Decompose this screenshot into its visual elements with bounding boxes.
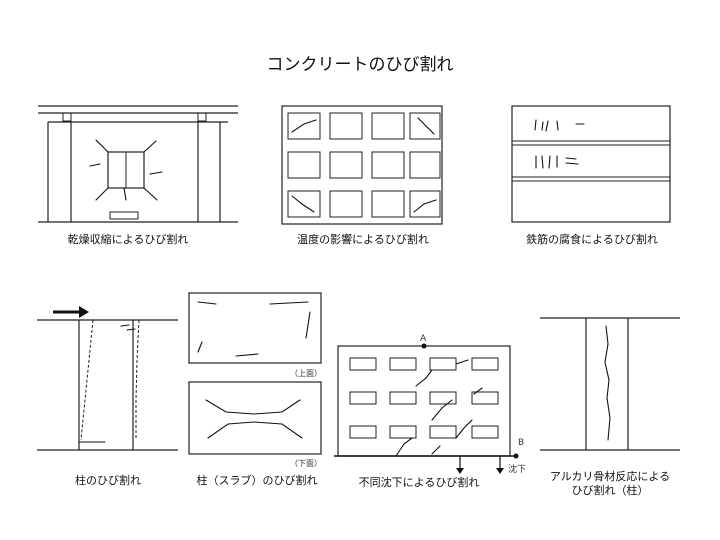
lateral-force-arrow-icon xyxy=(79,306,89,318)
settlement-arrow-icon xyxy=(456,468,464,474)
settlement-figure xyxy=(334,343,519,474)
caption-column: 柱のひび割れ xyxy=(75,474,141,487)
settlement-arrow-icon xyxy=(496,468,504,474)
caption-asr-line1: アルカリ骨材反応による xyxy=(549,470,671,483)
asr-column-figure xyxy=(540,317,680,451)
caption-settlement: 不同沈下によるひび割れ xyxy=(358,476,480,489)
page-title: コンクリートのひび割れ xyxy=(266,55,454,75)
slab-note-top: （上面） xyxy=(290,369,322,378)
slab-figure xyxy=(188,292,322,455)
point-b-label: B xyxy=(518,438,525,448)
caption-slab: 柱（スラブ）のひび割れ xyxy=(196,474,318,487)
caption-rebar-corrosion: 鉄筋の腐食によるひび割れ xyxy=(526,233,658,246)
caption-drying-shrinkage: 乾燥収縮によるひび割れ xyxy=(67,233,189,246)
slab-note-bottom: （下面） xyxy=(290,459,322,468)
caption-asr-line2: ひび割れ（柱） xyxy=(571,484,649,497)
caption-temperature: 温度の影響によるひび割れ xyxy=(297,233,429,246)
point-a-label: A xyxy=(420,334,427,344)
temperature-figure xyxy=(281,105,443,225)
rebar-corrosion-figure xyxy=(511,105,671,223)
drying-shrinkage-figure xyxy=(38,105,238,223)
column-figure xyxy=(37,306,178,451)
sink-label: 沈下 xyxy=(508,465,527,475)
